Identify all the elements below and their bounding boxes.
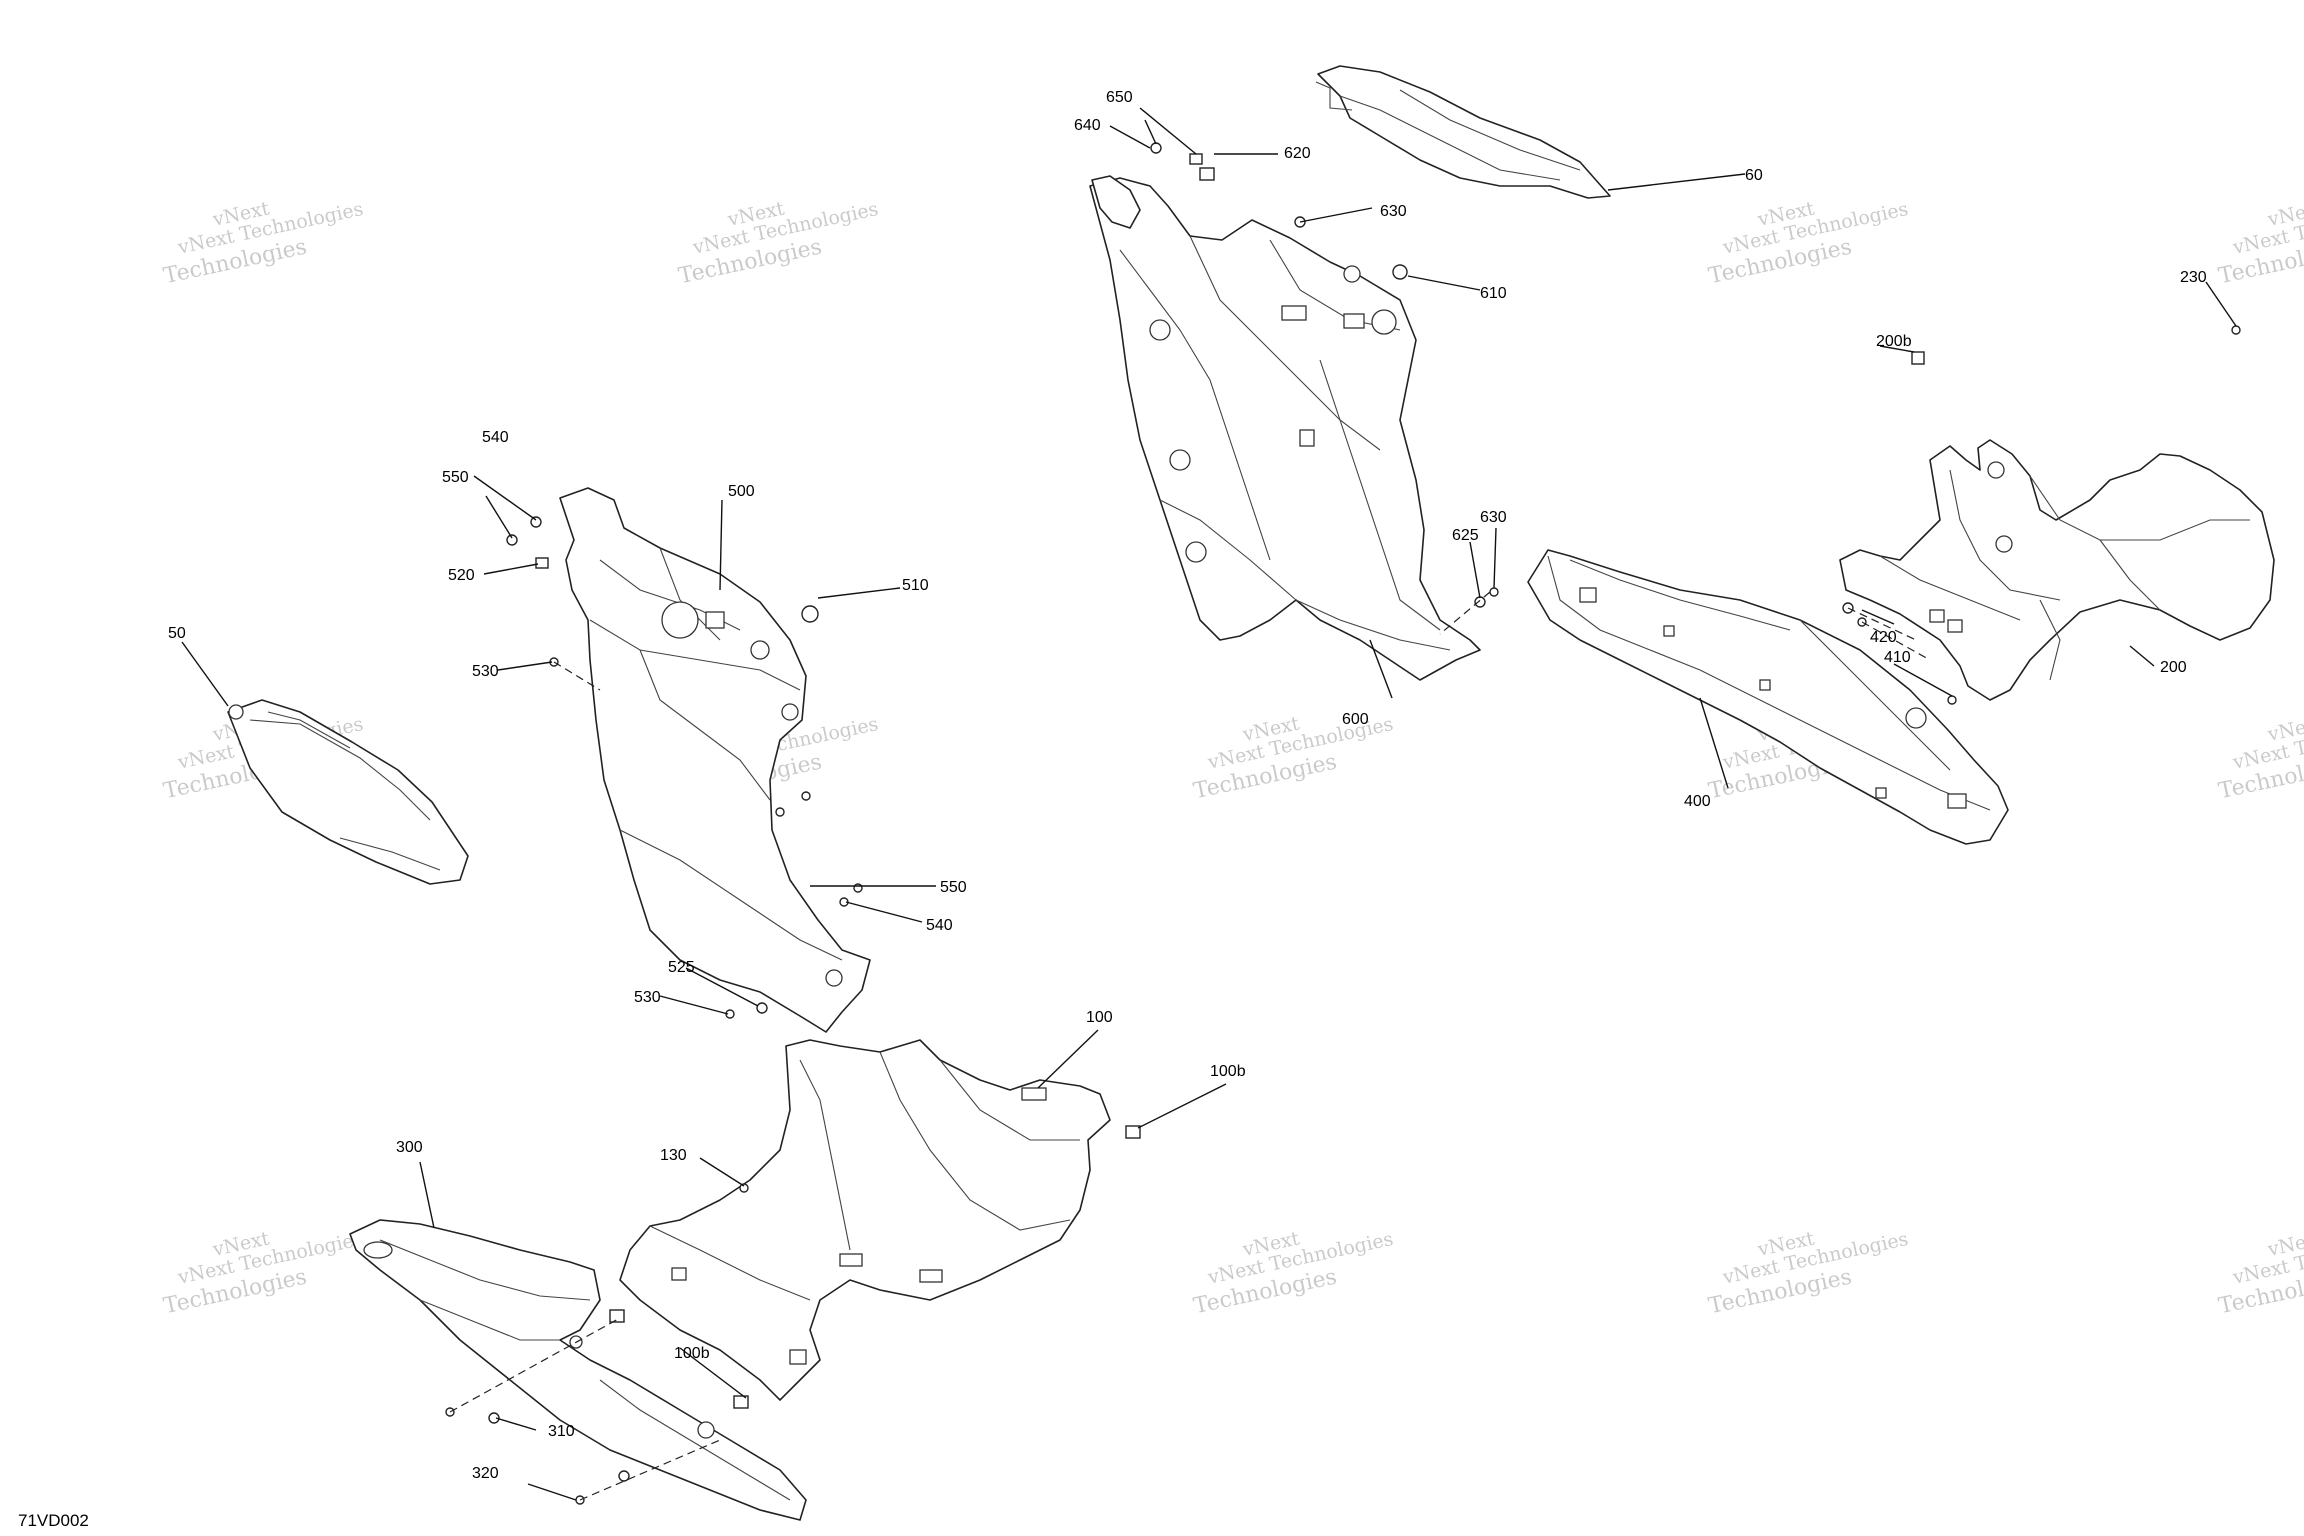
part-500-inner-panel — [559, 487, 871, 1033]
diagram-id: 71VD002 — [18, 1511, 89, 1530]
callout-530-bottom: 530 — [634, 989, 661, 1006]
callout-400: 400 — [1684, 793, 1711, 810]
watermark: vNext vNext Technologies Technologies — [1706, 197, 1910, 289]
callout-230: 230 — [2180, 269, 2207, 286]
watermark: vNext vNext Technologies Technologies — [2216, 712, 2304, 804]
callout-525: 525 — [668, 959, 695, 976]
watermark: vNext vNext Technologies Technologies — [1191, 1227, 1395, 1319]
callout-540-top: 540 — [482, 429, 509, 446]
callout-labels: 50 60 650 640 620 630 610 625 630 600 20… — [168, 89, 2207, 1482]
callout-550-top: 550 — [442, 469, 469, 486]
callout-650: 650 — [1106, 89, 1133, 106]
callout-630-top: 630 — [1380, 203, 1407, 220]
callout-200b: 200b — [1876, 333, 1912, 350]
callout-320: 320 — [472, 1465, 499, 1482]
callout-530-top: 530 — [472, 663, 499, 680]
callout-100: 100 — [1086, 1009, 1113, 1026]
watermark: vNext vNext Technologies Technologies — [2216, 197, 2304, 289]
callout-630-bottom: 630 — [1480, 509, 1507, 526]
callout-510: 510 — [902, 577, 929, 594]
callout-130: 130 — [660, 1147, 687, 1164]
watermark: vNext vNext Technologies Technologies — [161, 1227, 365, 1319]
callout-600: 600 — [1342, 711, 1369, 728]
part-400-right-rail — [1527, 549, 2009, 845]
watermark: vNext vNext Technologies Technologies — [676, 197, 880, 289]
callout-50: 50 — [168, 625, 186, 642]
part-200-right-console — [1839, 439, 2275, 701]
callout-550-bottom: 550 — [940, 879, 967, 896]
callout-500: 500 — [728, 483, 755, 500]
leader-lines — [181, 107, 2237, 1501]
callout-310: 310 — [548, 1423, 575, 1440]
part-600-center-panel — [1089, 175, 1481, 681]
callout-610: 610 — [1480, 285, 1507, 302]
callout-100b-left: 100b — [674, 1345, 710, 1362]
watermark: vNext vNext Technologies Technologies — [2216, 1227, 2304, 1319]
callout-540-bottom: 540 — [926, 917, 953, 934]
callout-520: 520 — [448, 567, 475, 584]
part-60-upper-trim — [1315, 65, 1611, 199]
callout-60: 60 — [1745, 167, 1763, 184]
callout-100b-right: 100b — [1210, 1063, 1246, 1080]
watermark: vNext vNext Technologies Technologies — [161, 197, 365, 289]
part-50-side-panel — [227, 699, 469, 885]
part-100-floor-panel — [619, 1039, 1111, 1401]
fasteners — [445, 142, 2241, 1505]
watermark: vNext vNext Technologies Technologies — [1706, 1227, 1910, 1319]
part-300-lower-rail — [349, 1219, 807, 1521]
callout-200: 200 — [2160, 659, 2187, 676]
callout-420: 420 — [1870, 629, 1897, 646]
callout-625: 625 — [1452, 527, 1479, 544]
callout-300: 300 — [396, 1139, 423, 1156]
callout-620: 620 — [1284, 145, 1311, 162]
callout-640: 640 — [1074, 117, 1101, 134]
callout-410: 410 — [1884, 649, 1911, 666]
